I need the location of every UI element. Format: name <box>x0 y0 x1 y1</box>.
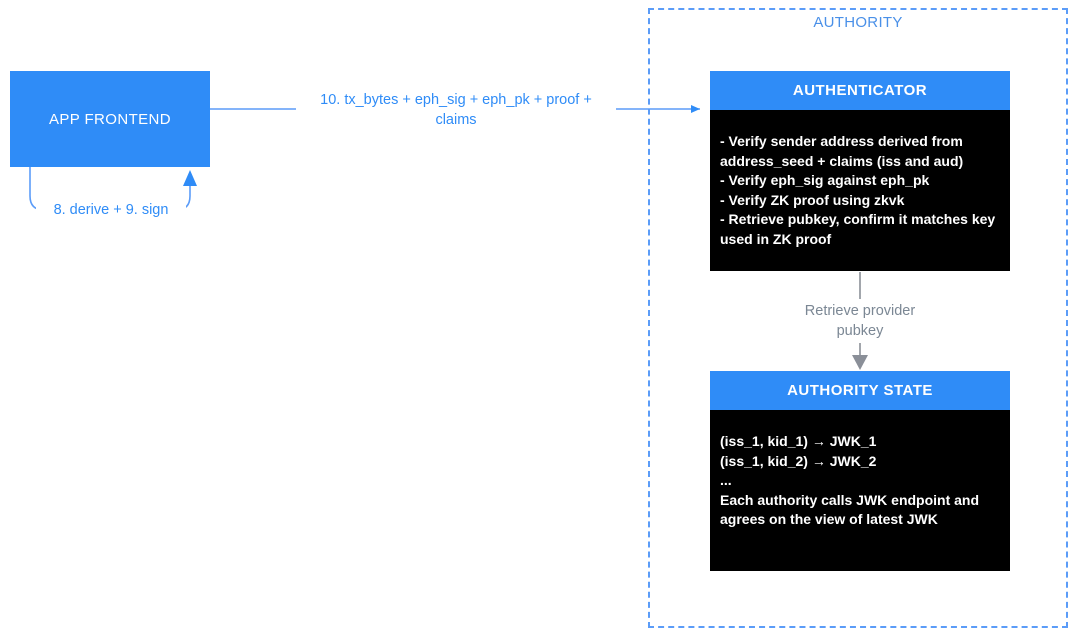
node-authenticator-header: AUTHENTICATOR <box>710 71 1010 110</box>
edge-label-retrieve-provider-pubkey: Retrieve provider pubkey <box>780 299 940 343</box>
node-authority-state[interactable]: AUTHORITY STATE (iss_1, kid_1) → JWK_1 (… <box>710 371 1010 571</box>
node-authenticator[interactable]: AUTHENTICATOR - Verify sender address de… <box>710 71 1010 271</box>
edge-label-derive-sign: 8. derive + 9. sign <box>36 200 186 220</box>
node-authenticator-body: - Verify sender address derived from add… <box>710 110 1010 271</box>
node-app-frontend[interactable]: APP FRONTEND <box>10 71 210 167</box>
authority-group-boundary <box>648 8 1068 628</box>
node-authority-state-header: AUTHORITY STATE <box>710 371 1010 410</box>
authority-group-label: AUTHORITY <box>813 14 903 31</box>
node-authority-state-body: (iss_1, kid_1) → JWK_1 (iss_1, kid_2) → … <box>710 410 1010 571</box>
node-app-frontend-label: APP FRONTEND <box>48 110 172 128</box>
edge-label-tx-payload: 10. tx_bytes + eph_sig + eph_pk + proof … <box>296 90 616 130</box>
